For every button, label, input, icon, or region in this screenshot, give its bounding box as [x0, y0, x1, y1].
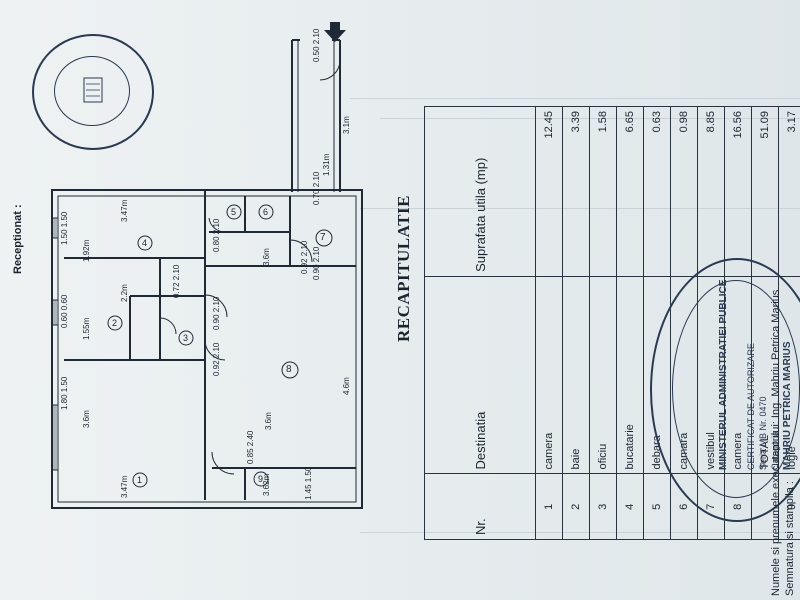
cell-suprafata: 0.63: [643, 106, 671, 277]
cell-nr: 5: [643, 473, 671, 540]
stamp-text: Seria MB Nr. 0470: [758, 396, 768, 470]
stamp-text: MAHRIU PETRICA MARIUS: [782, 341, 793, 470]
cell-suprafata: 3.39: [562, 106, 590, 277]
dimension-label: 1.50 1.50: [60, 211, 69, 245]
col-header-nr: Nr.: [424, 473, 536, 540]
stamp-text: CERTIFICAT DE AUTORIZARE: [746, 343, 756, 470]
cell-nr: 2: [562, 473, 590, 540]
dimension-label: 0.92 2.10: [300, 240, 309, 274]
room-number: 8: [286, 364, 292, 375]
footer-note: Numele si prenumele executantului: Ing. …: [770, 289, 782, 596]
cell-suprafata: 16.56: [724, 106, 752, 277]
dimension-label: 0.80 2.10: [212, 218, 221, 252]
recap-title: RECAPITULATIE: [394, 195, 413, 342]
cell-destinatia: bucatarie: [616, 276, 644, 474]
room-number: 9: [258, 474, 264, 484]
cell-suprafata: 0.98: [670, 106, 698, 277]
dimension-label: 0.85 2.40: [246, 430, 255, 464]
dimension-label: 1.92m: [82, 239, 91, 262]
dimension-label: 1.80 1.50: [60, 376, 69, 410]
dimension-label: 3.6m: [264, 412, 273, 430]
cell-nr: 4: [616, 473, 644, 540]
dimension-label: 0.90 2.10: [212, 296, 221, 330]
background-rule: [360, 532, 800, 533]
background-rule: [350, 98, 800, 99]
background-rule: [360, 208, 800, 209]
cell-suprafata: 51.09: [751, 106, 779, 277]
dimension-label: 3.6m: [262, 248, 271, 266]
room-number: 6: [263, 207, 269, 217]
dimension-label: 3.47m: [120, 199, 129, 222]
cell-suprafata: 12.45: [535, 106, 563, 277]
room-number: 2: [112, 318, 118, 328]
cell-destinatia: camera: [535, 276, 563, 474]
dimension-label: 2.2m: [120, 284, 129, 302]
cell-nr: 1: [535, 473, 563, 540]
outer-wall: [51, 189, 363, 509]
cell-destinatia: baie: [562, 276, 590, 474]
cell-suprafata: 1.58: [589, 106, 617, 277]
room-number: 7: [320, 232, 326, 243]
cell-suprafata: 6.65: [616, 106, 644, 277]
room-number: 1: [137, 475, 143, 485]
dimension-label: 0.60 0.60: [60, 294, 69, 328]
cadastre-stamp: [32, 34, 154, 150]
dimension-label: 4.6m: [342, 377, 351, 395]
dimension-label: 3.6m: [82, 410, 91, 428]
room-number: 4: [142, 238, 148, 248]
dimension-label: 3.62m: [262, 473, 271, 496]
dimension-label: 1.45 1.50: [304, 466, 313, 500]
footer-note: Semnatura si stampila :: [784, 481, 796, 596]
dimension-label: 3.1m: [342, 116, 351, 134]
dimension-label: 0.90 2.10: [312, 246, 321, 280]
col-header-destinatia: Destinatia: [424, 276, 536, 474]
stamp-text: MINISTERUL ADMINISTRATIEI PUBLICE: [718, 279, 729, 470]
background-rule: [380, 118, 800, 119]
dimension-label: 1.31m: [322, 153, 331, 176]
cell-destinatia: oficiu: [589, 276, 617, 474]
dimension-label: 1.55m: [82, 317, 91, 340]
dimension-label: 0.92 2.10: [212, 342, 221, 376]
room-number: 5: [231, 207, 237, 217]
dimension-label: 0.50 2.10: [312, 28, 321, 62]
col-header-suprafata: Suprafata utila (mp): [424, 106, 536, 277]
cell-suprafata: 8.85: [697, 106, 725, 277]
room-number: 3: [183, 333, 189, 343]
dimension-label: 0.72 2.10: [172, 264, 181, 298]
cell-suprafata: 3.17: [778, 106, 800, 277]
receptionat-label: Receptionat :: [12, 204, 24, 274]
stamp-emblem-icon: [83, 77, 103, 103]
cell-nr: 3: [589, 473, 617, 540]
dimension-label: 0.70 2.10: [312, 171, 321, 205]
entrance-arrow: [324, 22, 346, 42]
dimension-label: 3.47m: [120, 475, 129, 498]
